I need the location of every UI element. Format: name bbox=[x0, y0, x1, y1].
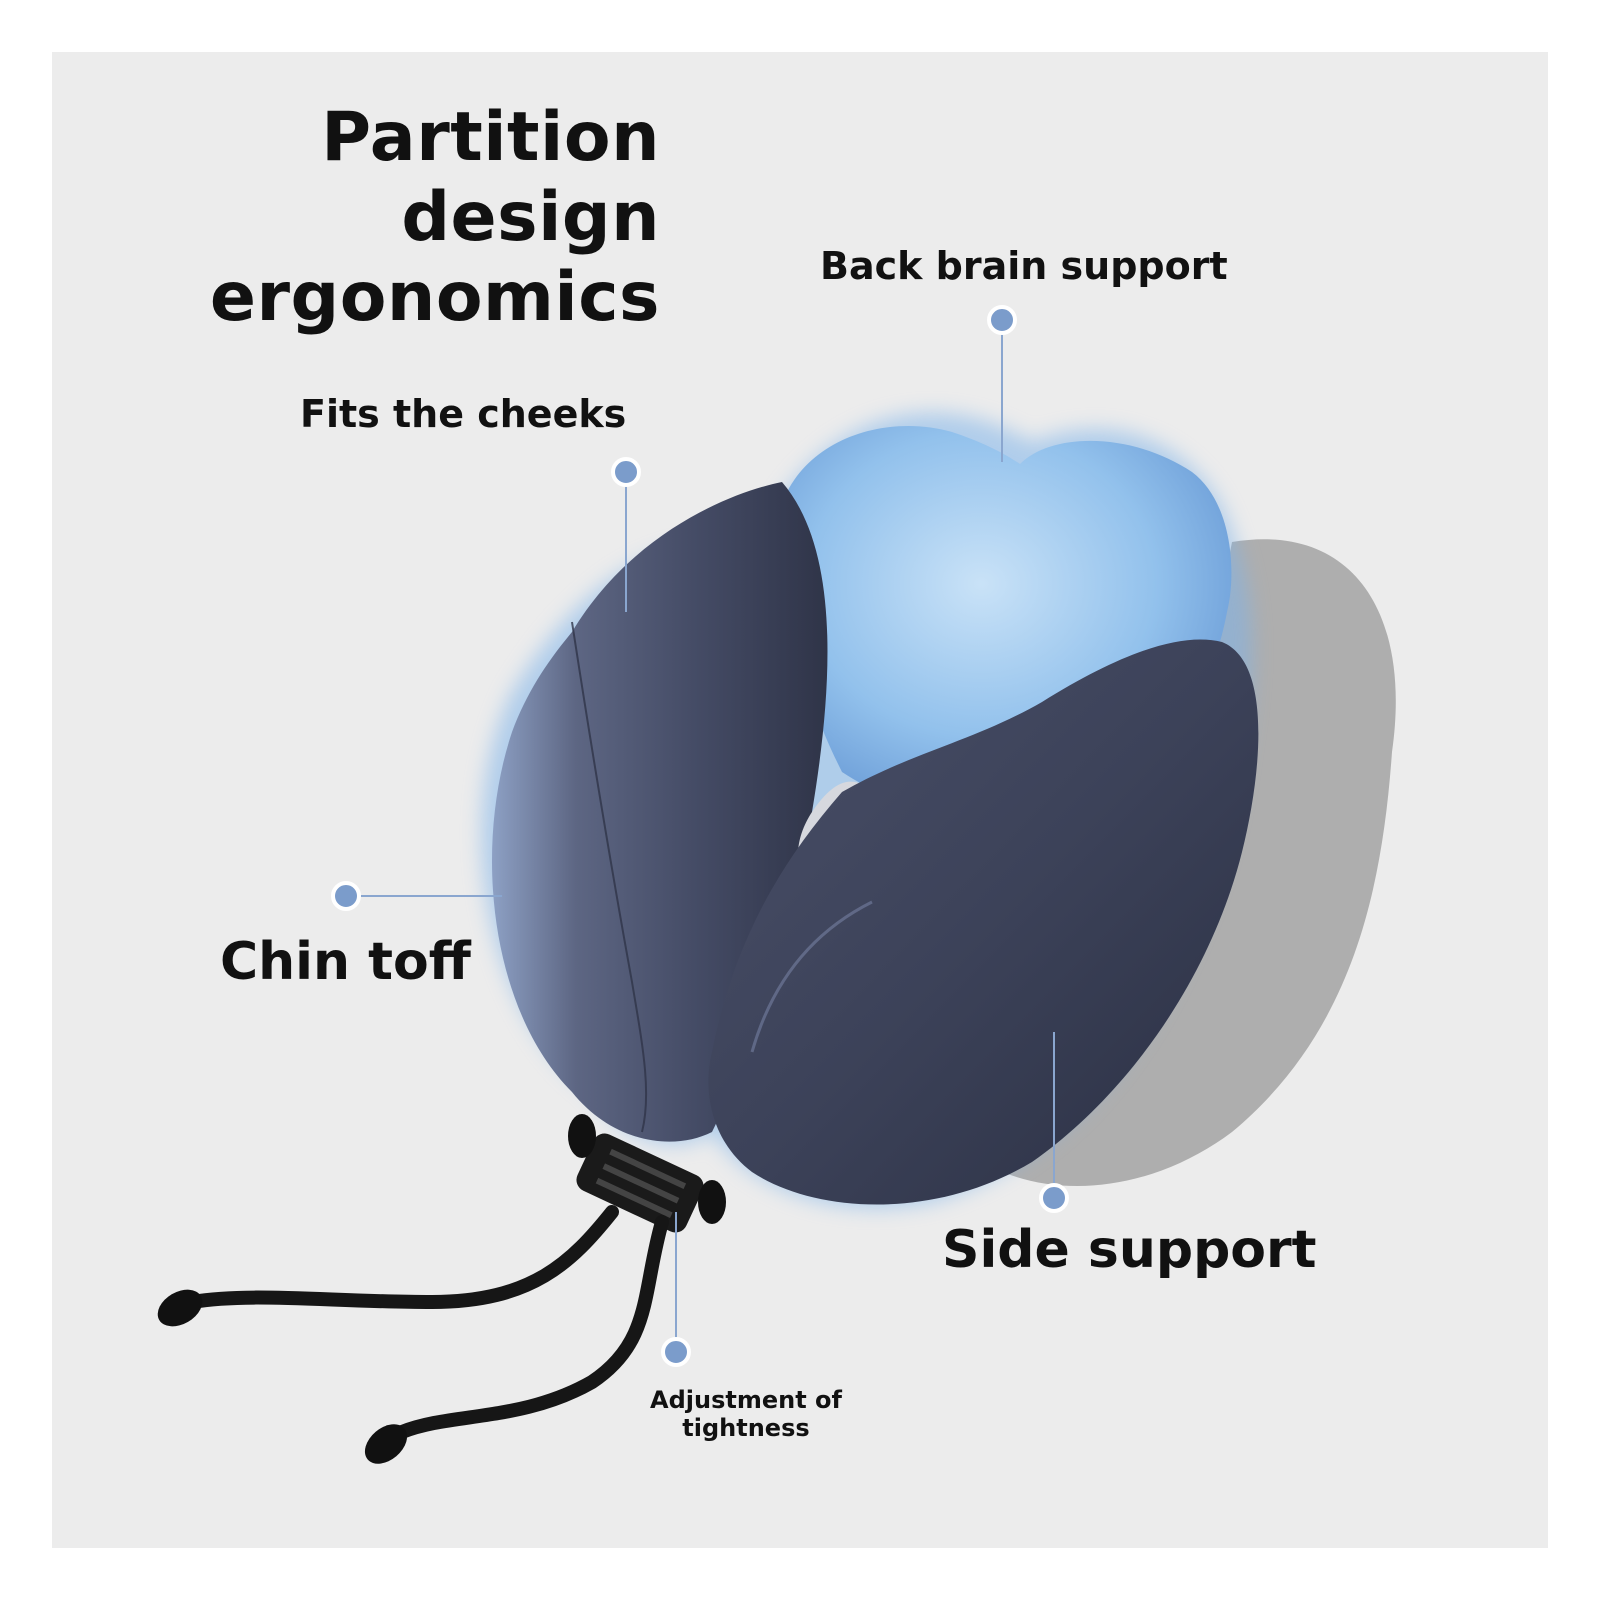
callout-dot bbox=[987, 305, 1017, 335]
label-side-support: Side support bbox=[942, 1220, 1317, 1280]
callout-dot bbox=[1039, 1183, 1069, 1213]
headline-line-2: design bbox=[401, 178, 660, 257]
right-arm-highlight bbox=[750, 900, 873, 1053]
cord-end-right bbox=[364, 1424, 408, 1464]
callout-cheeks bbox=[611, 457, 641, 612]
callout-dot bbox=[331, 881, 361, 911]
cord-left bbox=[185, 1205, 619, 1310]
headline-line-1: Partition bbox=[321, 98, 660, 177]
callout-dot bbox=[661, 1337, 691, 1367]
cord-end-left bbox=[157, 1289, 203, 1327]
callout-side bbox=[1039, 1032, 1069, 1213]
cord-right bbox=[395, 1215, 669, 1439]
left-arm-seam bbox=[571, 621, 648, 1133]
pillow-right-arm bbox=[708, 639, 1259, 1205]
callout-chin bbox=[331, 881, 502, 911]
label-fits-the-cheeks: Fits the cheeks bbox=[300, 392, 627, 436]
label-chin-toff: Chin toff bbox=[220, 932, 471, 992]
headline-line-3: ergonomics bbox=[209, 258, 660, 337]
label-adjust-line-1: Adjustment of bbox=[650, 1386, 842, 1414]
callout-back-brain bbox=[987, 305, 1017, 462]
neck-pillow-illustration bbox=[157, 305, 1396, 1464]
product-image-frame: Partition design ergonomics Back brain s… bbox=[52, 52, 1548, 1548]
headline: Partition design ergonomics bbox=[210, 98, 660, 338]
label-adjustment-of-tightness: Adjustment of tightness bbox=[650, 1386, 842, 1442]
label-adjust-line-2: tightness bbox=[682, 1414, 810, 1442]
label-back-brain-support: Back brain support bbox=[820, 244, 1228, 288]
callout-dot bbox=[611, 457, 641, 487]
cord-lock bbox=[568, 1114, 726, 1233]
callout-adjust bbox=[661, 1212, 691, 1367]
